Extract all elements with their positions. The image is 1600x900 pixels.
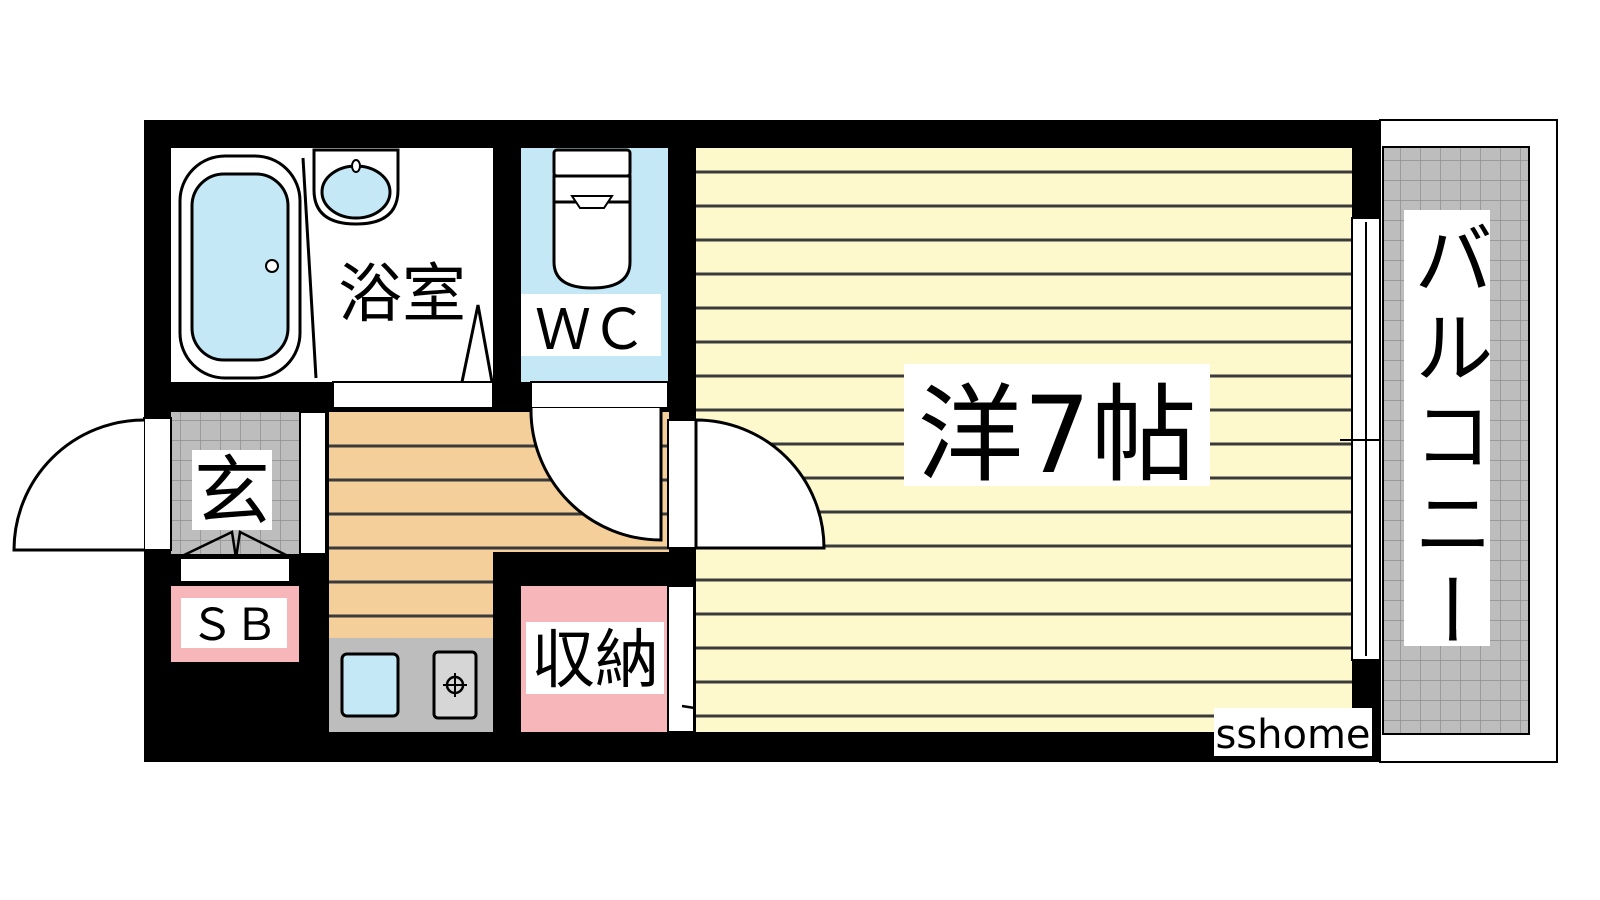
western-door-swing [694, 418, 826, 550]
washbasin-inner [320, 164, 392, 220]
hallway-lower [329, 552, 493, 638]
watermark: sshome [1215, 712, 1370, 758]
wc-door-swing [529, 407, 663, 542]
wc-label: ＷＣ [535, 298, 647, 363]
kitchen-sink [340, 652, 400, 718]
storage-label: 収納 [531, 624, 659, 698]
toilet-bowl [552, 200, 632, 290]
shoebox-label: ＳＢ [190, 600, 278, 651]
bathtub-drain [265, 259, 279, 273]
bath-folding-door [460, 304, 494, 383]
shoebox-folding-door [181, 530, 289, 559]
entrance-door-swing [12, 418, 145, 552]
western-room-label: 洋7帖 [917, 374, 1196, 497]
bathtub-inner [190, 172, 290, 362]
toilet-tank [552, 148, 632, 178]
balcony-label: バルコニー [1401, 218, 1494, 658]
entrance-label: 玄 [194, 447, 270, 536]
bath-label: 浴室 [338, 258, 466, 332]
